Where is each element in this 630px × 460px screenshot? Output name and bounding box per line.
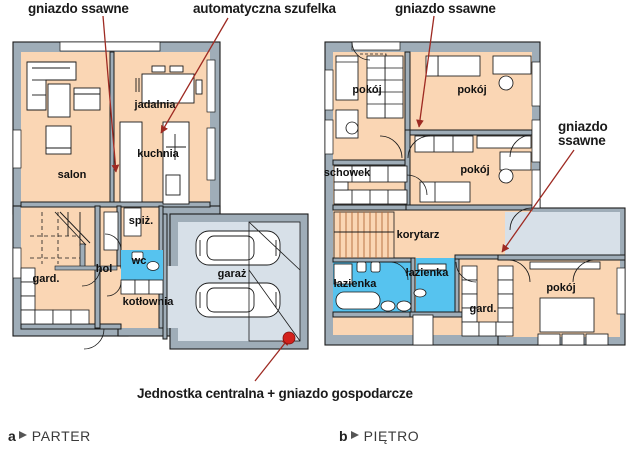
room-label-lazienka2: łazienka <box>406 267 450 279</box>
figure-letter-a: a <box>8 428 16 444</box>
leader-arrow-a3 <box>416 15 435 128</box>
leader-arrows <box>102 15 575 382</box>
figure-name-parter: PARTER <box>31 428 91 444</box>
garage-cars <box>195 221 301 342</box>
room-label-lazienka1: łazienka <box>334 278 378 290</box>
upper-stairs <box>333 211 395 259</box>
spiz-furniture <box>123 207 142 237</box>
room-label-korytarz: korytarz <box>397 229 440 241</box>
gard-closets <box>20 267 90 325</box>
jadalnia-furniture <box>135 65 203 104</box>
upper-windows <box>324 41 626 315</box>
kuchnia-furniture <box>119 121 190 205</box>
room-label-pokoj2: pokój <box>457 84 486 96</box>
hol-furniture <box>103 211 119 251</box>
callout-gniazdo-ssawne-top-right: gniazdo ssawne <box>395 1 496 16</box>
plan-ground-floor: salon jadalnia kuchnia spiż. wc hol gard. kotło… <box>12 41 309 350</box>
triangle-marker-icon <box>18 431 27 439</box>
marker-central-unit-dot <box>282 331 296 345</box>
salon-furniture <box>26 61 101 155</box>
triangle-marker-icon <box>350 431 359 439</box>
plan-upper-floor: pokój pokój pokój schowek korytarz łazienka ła… <box>324 41 626 346</box>
room-label-pokoj3: pokój <box>460 164 489 176</box>
room-label-hol: hol <box>96 263 113 275</box>
figure-label-parter: a PARTER <box>8 428 91 444</box>
room-label-garaz: garaż <box>218 268 247 280</box>
ground-door-swings <box>81 233 122 350</box>
leader-arrow-a4 <box>501 149 575 253</box>
bathroom-fixtures <box>333 261 447 312</box>
annotation-layer <box>102 15 575 382</box>
leader-arrow-a2 <box>160 17 229 134</box>
room-label-gard: gard. <box>33 273 60 285</box>
leader-arrow-a5 <box>254 337 290 382</box>
leader-arrow-a1 <box>102 15 120 173</box>
callout-automatyczna-szufelka: automatyczna szufelka <box>193 1 336 16</box>
figure-label-pietro: b PIĘTRO <box>339 428 419 444</box>
figure-name-pietro: PIĘTRO <box>363 428 420 444</box>
room-label-pokoj1: pokój <box>352 84 381 96</box>
caption-central-unit: Jednostka centralna + gniazdo gospodarcz… <box>137 386 413 401</box>
upper-furniture <box>333 53 532 205</box>
room-label-spiz: spiż. <box>129 215 153 227</box>
markers <box>282 331 296 345</box>
room-label-wc: wc <box>131 255 147 267</box>
callout-gniazdo-ssawne-left: gniazdo ssawne <box>28 1 129 16</box>
upper-door-swings <box>351 41 596 283</box>
room-label-jadalnia: jadalnia <box>134 99 177 111</box>
ground-windows <box>12 41 216 279</box>
ground-stairs <box>30 211 118 271</box>
upper-gard-closets <box>412 265 514 346</box>
room-label-pokoj4: pokój <box>546 282 575 294</box>
room-label-schowek: schowek <box>324 167 371 179</box>
callout-gniazdo-ssawne-right: gniazdo ssawne <box>558 119 608 149</box>
wc-area <box>121 250 163 280</box>
room-label-kotlownia: kotłownia <box>123 296 175 308</box>
kotlownia-furniture <box>120 279 164 295</box>
upper-room-labels: pokój pokój pokój schowek korytarz łazienka ła… <box>324 84 576 315</box>
ground-room-labels: salon jadalnia kuchnia spiż. wc hol gard. kotło… <box>33 99 247 308</box>
figure-letter-b: b <box>339 428 348 444</box>
room-label-kuchnia: kuchnia <box>137 148 179 160</box>
room-label-salon: salon <box>58 169 87 181</box>
pokoj4-furniture <box>529 261 609 346</box>
upper-partitions <box>332 51 626 318</box>
room-label-gard2: gard. <box>470 303 497 315</box>
